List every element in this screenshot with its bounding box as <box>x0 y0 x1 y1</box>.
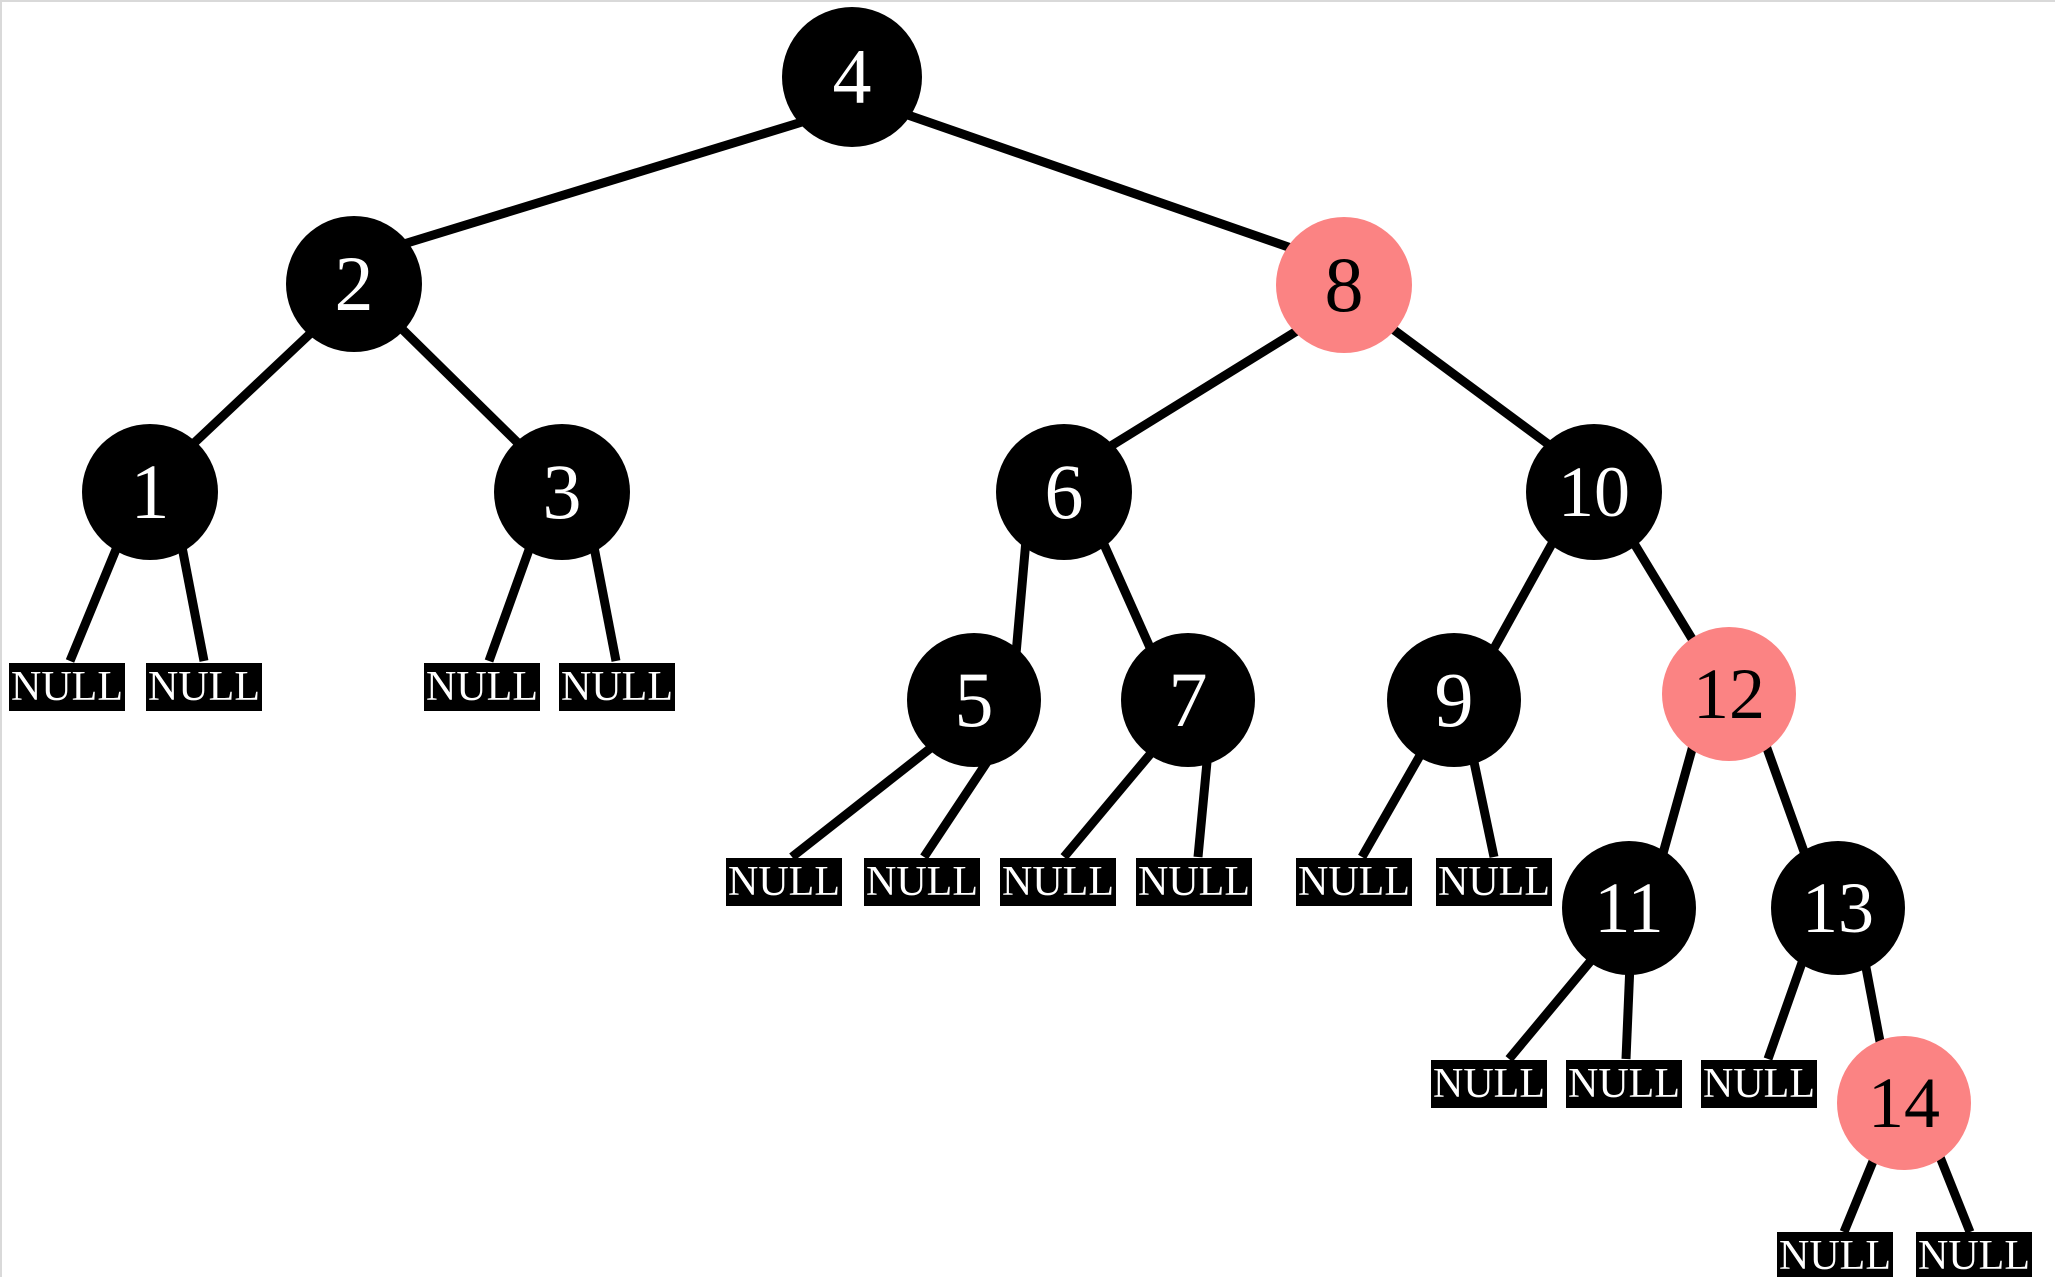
tree-node-9[interactable]: 9 <box>1387 633 1521 767</box>
tree-null-leaf: NULL <box>1566 1060 1682 1108</box>
tree-node-label: 10 <box>1558 452 1630 532</box>
tree-node-label: 13 <box>1802 868 1874 948</box>
tree-node-1[interactable]: 1 <box>82 424 218 560</box>
tree-null-label: NULL <box>866 859 978 905</box>
tree-node-label: 8 <box>1324 241 1364 328</box>
tree-null-leaf: NULL <box>1000 858 1116 906</box>
tree-null-label: NULL <box>1918 1233 2030 1277</box>
tree-null-label: NULL <box>1002 859 1114 905</box>
tree-null-leaf: NULL <box>1296 858 1412 906</box>
tree-null-leaf: NULL <box>9 663 125 711</box>
tree-null-leaf: NULL <box>1436 858 1552 906</box>
tree-node-10[interactable]: 10 <box>1526 424 1662 560</box>
tree-null-leaf: NULL <box>424 663 540 711</box>
tree-node-label: 11 <box>1594 868 1664 948</box>
tree-null-label: NULL <box>1703 1061 1815 1107</box>
tree-node-5[interactable]: 5 <box>907 633 1041 767</box>
tree-null-leaf: NULL <box>1916 1232 2032 1277</box>
tree-null-leaf: NULL <box>1701 1060 1817 1108</box>
tree-null-label: NULL <box>426 664 538 710</box>
tree-node-12[interactable]: 12 <box>1662 627 1796 761</box>
tree-null-label: NULL <box>148 664 260 710</box>
tree-null-leaf: NULL <box>1431 1060 1547 1108</box>
tree-node-6[interactable]: 6 <box>996 424 1132 560</box>
tree-null-leaf: NULL <box>146 663 262 711</box>
tree-null-label: NULL <box>1298 859 1410 905</box>
tree-node-label: 1 <box>130 448 170 535</box>
tree-null-label: NULL <box>561 664 673 710</box>
tree-null-label: NULL <box>1138 859 1250 905</box>
tree-node-label: 9 <box>1434 656 1474 743</box>
tree-null-label: NULL <box>728 859 840 905</box>
tree-null-label: NULL <box>11 664 123 710</box>
tree-node-2[interactable]: 2 <box>286 216 422 352</box>
tree-node-3[interactable]: 3 <box>494 424 630 560</box>
tree-node-7[interactable]: 7 <box>1121 633 1255 767</box>
tree-node-label: 5 <box>954 656 994 743</box>
tree-node-14[interactable]: 14 <box>1837 1036 1971 1170</box>
tree-node-label: 4 <box>832 33 872 120</box>
tree-node-label: 12 <box>1693 654 1765 734</box>
tree-null-leaf: NULL <box>559 663 675 711</box>
tree-null-leaf: NULL <box>864 858 980 906</box>
tree-null-leaf: NULL <box>1777 1232 1893 1277</box>
tree-node-11[interactable]: 11 <box>1562 841 1696 975</box>
tree-null-leaf: NULL <box>1136 858 1252 906</box>
tree-node-label: 6 <box>1044 448 1084 535</box>
tree-node-4[interactable]: 4 <box>782 7 922 147</box>
tree-node-13[interactable]: 13 <box>1771 841 1905 975</box>
tree-null-leaf: NULL <box>726 858 842 906</box>
tree-null-label: NULL <box>1438 859 1550 905</box>
tree-node-label: 2 <box>334 240 374 327</box>
tree-null-label: NULL <box>1433 1061 1545 1107</box>
tree-node-label: 14 <box>1868 1063 1940 1143</box>
tree-null-label: NULL <box>1568 1061 1680 1107</box>
tree-null-label: NULL <box>1779 1233 1891 1277</box>
tree-node-label: 3 <box>542 448 582 535</box>
tree-node-8[interactable]: 8 <box>1276 217 1412 353</box>
tree-node-label: 7 <box>1168 656 1208 743</box>
